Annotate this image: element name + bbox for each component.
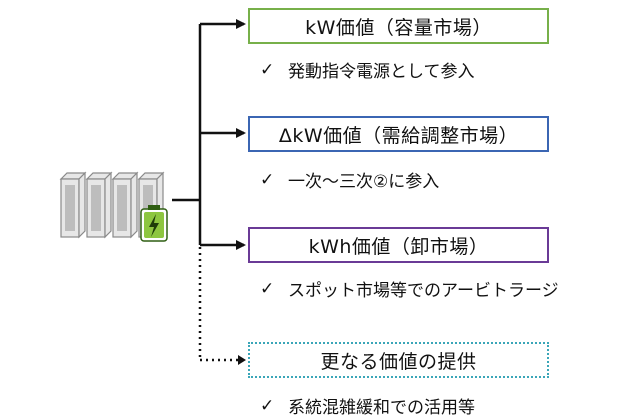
further-value-note: ✓ 系統混雑緩和での活用等 (260, 393, 475, 419)
kwh-value-label: kWh価値（卸市場） (308, 235, 489, 258)
kwh-value-note-text: スポット市場等でのアービトラージ (288, 281, 559, 301)
further-value-box: 更なる価値の提供 (248, 342, 549, 378)
further-value-label: 更なる価値の提供 (320, 350, 477, 373)
kw-value-note: ✓ 発動指令電源として参入 (260, 57, 475, 83)
check-icon: ✓ (260, 278, 275, 299)
check-icon: ✓ (260, 59, 275, 80)
check-icon: ✓ (260, 169, 275, 190)
kw-value-box: kW価値（容量市場） (248, 8, 549, 44)
kw-value-note-text: 発動指令電源として参入 (288, 62, 475, 82)
battery-charge-icon (140, 205, 168, 242)
battery-storage-icon (59, 171, 168, 242)
delta-kw-value-box: ΔkW価値（需給調整市場） (248, 116, 549, 152)
delta-kw-value-label: ΔkW価値（需給調整市場） (278, 124, 519, 147)
dotted-arrow-head (238, 355, 246, 365)
delta-kw-value-note: ✓ 一次～三次②に参入 (260, 167, 440, 193)
delta-kw-value-note-text: 一次～三次②に参入 (288, 172, 440, 192)
kwh-value-note: ✓ スポット市場等でのアービトラージ (260, 276, 559, 302)
check-icon: ✓ (260, 395, 275, 416)
kwh-value-box: kWh価値（卸市場） (248, 227, 549, 263)
kw-value-label: kW価値（容量市場） (305, 16, 492, 39)
further-value-note-text: 系統混雑緩和での活用等 (288, 398, 475, 418)
